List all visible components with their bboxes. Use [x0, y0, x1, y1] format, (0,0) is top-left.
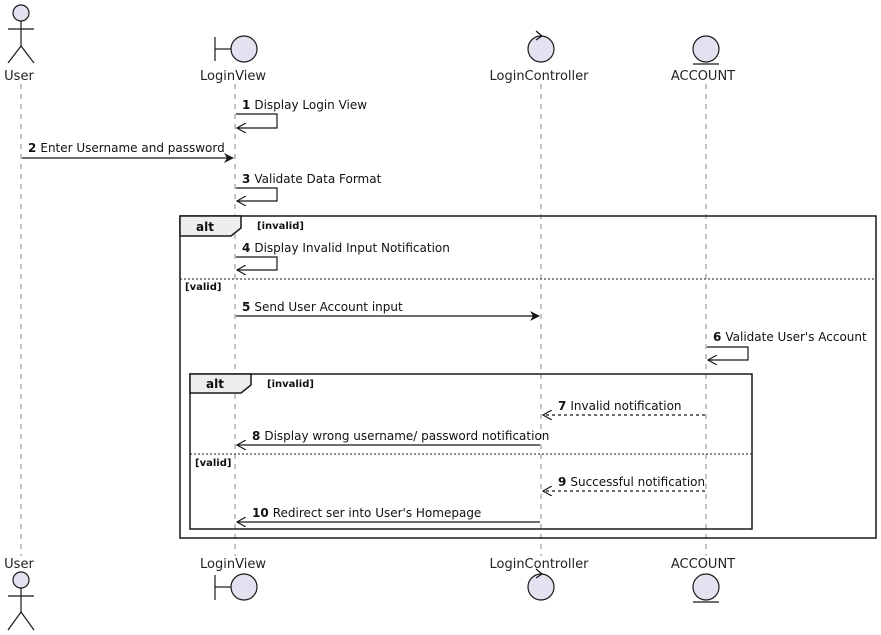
boundary-icon — [214, 35, 258, 63]
participant-label-loginview: LoginView — [200, 69, 266, 84]
participant-label-user: User — [4, 69, 34, 84]
control-icon — [527, 568, 555, 601]
message-arrow — [236, 113, 278, 128]
fragment-inner-alt: alt [invalid] [valid] — [189, 373, 753, 530]
participant-user-top: User — [4, 4, 35, 84]
participant-label-loginview-bottom: LoginView — [200, 557, 266, 572]
fragment-inner-guard-1: [invalid] — [267, 379, 314, 390]
fragment-inner-keyword: alt — [206, 377, 224, 391]
participant-account-top: ACCOUNT — [671, 35, 735, 84]
entity-icon — [692, 35, 720, 65]
message-arrow — [236, 187, 278, 201]
boundary-icon — [214, 573, 258, 601]
participant-label-user-bottom: User — [4, 557, 34, 572]
fragment-inner-guard-2: [valid] — [195, 458, 231, 469]
fragment-outer-guard-1: [invalid] — [257, 221, 304, 232]
fragment-outer-header — [179, 215, 242, 237]
actor-icon — [7, 4, 35, 64]
participant-loginview-top: LoginView — [200, 35, 266, 84]
message-arrow — [707, 346, 749, 360]
fragment-inner-frame — [189, 373, 753, 530]
participant-label-logincontroller-bottom: LoginController — [489, 557, 589, 572]
fragment-outer-keyword: alt — [196, 220, 214, 234]
message-arrow — [236, 256, 278, 270]
control-icon — [527, 30, 555, 63]
participant-label-account: ACCOUNT — [671, 69, 735, 84]
participant-logincontroller-top: LoginController — [489, 30, 589, 84]
participant-account-bottom: ACCOUNT — [671, 557, 735, 603]
fragment-outer-guard-2: [valid] — [185, 282, 221, 293]
participant-logincontroller-bottom: LoginController — [489, 557, 589, 601]
actor-icon — [7, 571, 35, 631]
fragment-inner-header — [189, 373, 252, 394]
entity-icon — [692, 573, 720, 603]
participant-user-bottom: User — [4, 557, 35, 631]
participant-label-account-bottom: ACCOUNT — [671, 557, 735, 572]
fragment-outer-alt: alt [invalid] [valid] — [179, 215, 877, 539]
participant-loginview-bottom: LoginView — [200, 557, 266, 601]
fragment-outer-frame — [179, 215, 877, 539]
lifelines — [20, 84, 707, 556]
participant-label-logincontroller: LoginController — [489, 69, 589, 84]
